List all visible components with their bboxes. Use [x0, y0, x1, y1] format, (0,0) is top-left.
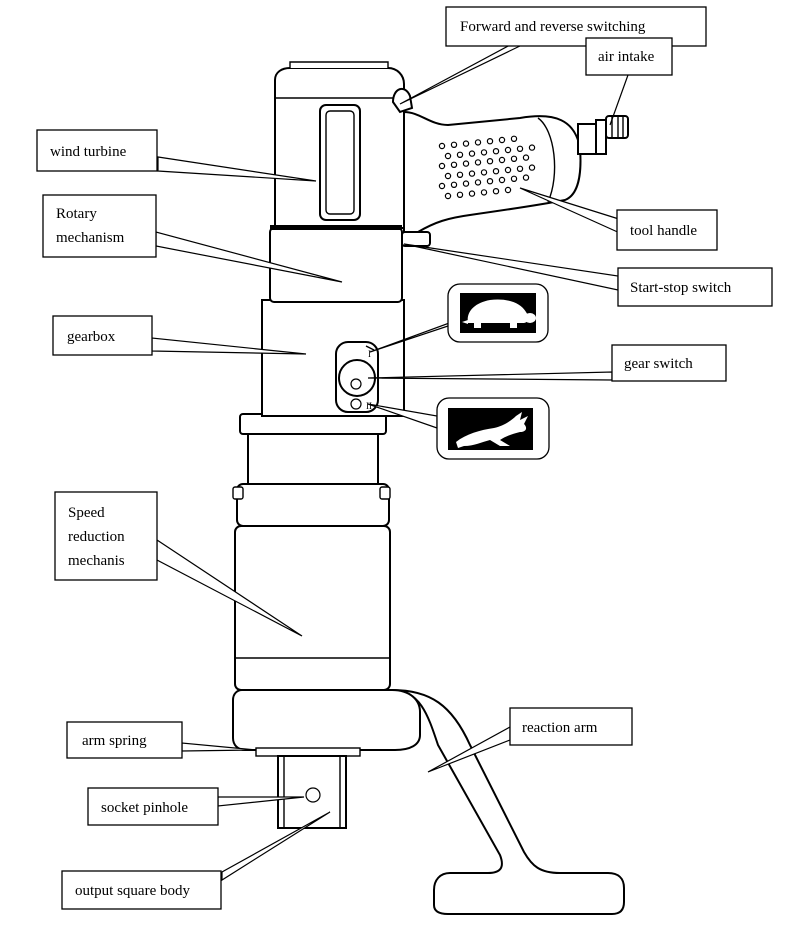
grip-hole — [474, 139, 482, 146]
grip-hole — [522, 154, 530, 161]
grip-hole — [510, 135, 518, 142]
label-speed-text-2: reduction — [68, 529, 125, 545]
grip-hole — [528, 144, 536, 151]
label-wind-turbine: wind turbine — [36, 129, 158, 172]
air-intake-fitting — [577, 115, 629, 155]
grip-holes — [438, 135, 536, 200]
grip-hole — [504, 186, 512, 194]
grip-hole — [504, 146, 512, 154]
label-air-intake-text: air intake — [598, 49, 655, 65]
grip-hole — [480, 169, 488, 176]
label-gearbox: gearbox — [52, 315, 153, 356]
svg-text:I: I — [368, 349, 371, 359]
grip-hole — [498, 176, 506, 184]
grip-hole — [468, 190, 476, 197]
grip-hole — [438, 182, 446, 190]
grip-hole — [480, 189, 488, 196]
grip-hole — [444, 172, 452, 180]
tool-handle[interactable] — [403, 110, 582, 242]
label-speed-text-1: Speed — [68, 505, 105, 521]
grip-hole — [468, 170, 476, 177]
socket-pinhole — [305, 787, 321, 803]
arm-mount-block — [232, 689, 421, 751]
label-socket-pinhole-text: socket pinhole — [101, 800, 188, 816]
grip-hole — [456, 171, 464, 178]
grip-hole — [486, 157, 494, 165]
label-start-stop-text: Start-stop switch — [630, 280, 732, 296]
grip-hole — [486, 137, 494, 145]
label-gear-switch-text: gear switch — [624, 356, 693, 372]
label-reaction-arm: reaction arm — [509, 707, 633, 746]
label-arm-spring-text: arm spring — [82, 733, 147, 749]
label-reaction-arm-text: reaction arm — [522, 720, 598, 736]
label-gearbox-text: gearbox — [67, 329, 116, 345]
rabbit-icon — [436, 397, 550, 460]
grip-hole — [462, 140, 470, 147]
grip-hole — [438, 162, 446, 170]
grip-hole — [528, 164, 536, 171]
label-arm-spring: arm spring — [66, 721, 183, 759]
grip-hole — [480, 149, 488, 156]
label-start-stop: Start-stop switch — [617, 267, 773, 307]
labels: Forward and reverse switching air intake… — [36, 6, 773, 910]
grip-hole — [456, 191, 464, 198]
grip-hole — [450, 141, 458, 148]
grip-hole — [468, 150, 476, 157]
label-wind-turbine-text: wind turbine — [50, 144, 127, 160]
grip-hole — [504, 166, 512, 174]
leader-lines — [151, 44, 629, 882]
arm-spring-ring — [255, 747, 361, 757]
upper-collar — [247, 431, 379, 485]
grip-hole — [492, 147, 500, 155]
label-socket-pinhole: socket pinhole — [87, 787, 219, 826]
gear-switch-knob[interactable]: I II — [335, 341, 379, 413]
grip-hole — [516, 145, 524, 152]
reduction-collar — [236, 483, 390, 527]
grip-hole — [498, 156, 506, 164]
grip-hole — [450, 181, 458, 188]
grip-hole — [444, 192, 452, 200]
label-speed-text-3: mechanis — [68, 553, 125, 569]
label-tool-handle: tool handle — [616, 209, 718, 251]
grip-hole — [462, 180, 470, 187]
label-air-intake: air intake — [585, 37, 673, 76]
label-output-square-text: output square body — [75, 883, 190, 899]
output-square-body — [277, 755, 347, 829]
label-tool-handle-text: tool handle — [630, 223, 697, 239]
gearbox-housing — [261, 299, 405, 417]
label-speed-reduction: Speed reduction mechanis — [54, 491, 158, 581]
grip-hole — [450, 161, 458, 168]
grip-hole — [522, 174, 530, 181]
label-rotary-text-1: Rotary — [56, 206, 97, 222]
reaction-arm — [391, 689, 625, 915]
grip-hole — [492, 167, 500, 175]
label-rotary-text-2: mechanism — [56, 230, 125, 246]
rotary-mechanism-housing — [269, 227, 403, 303]
grip-hole — [462, 160, 470, 167]
label-gear-switch: gear switch — [611, 344, 727, 382]
label-rotary-mechanism: Rotary mechanism — [42, 194, 157, 258]
forward-reverse-switch[interactable] — [391, 87, 414, 114]
grip-hole — [438, 142, 446, 150]
grip-hole — [510, 175, 518, 182]
svg-text:II: II — [366, 401, 372, 411]
turtle-icon — [447, 283, 549, 343]
grip-hole — [456, 151, 464, 158]
grip-hole — [492, 187, 500, 195]
grip-hole — [498, 136, 506, 144]
grip-hole — [486, 177, 494, 185]
grip-hole — [474, 159, 482, 166]
label-forward-reverse-text: Forward and reverse switching — [460, 19, 646, 35]
grip-hole — [474, 179, 482, 186]
grip-hole — [510, 155, 518, 162]
grip-hole — [444, 152, 452, 160]
grip-hole — [516, 165, 524, 172]
tool-body: I II — [232, 61, 629, 915]
label-output-square: output square body — [61, 870, 222, 910]
